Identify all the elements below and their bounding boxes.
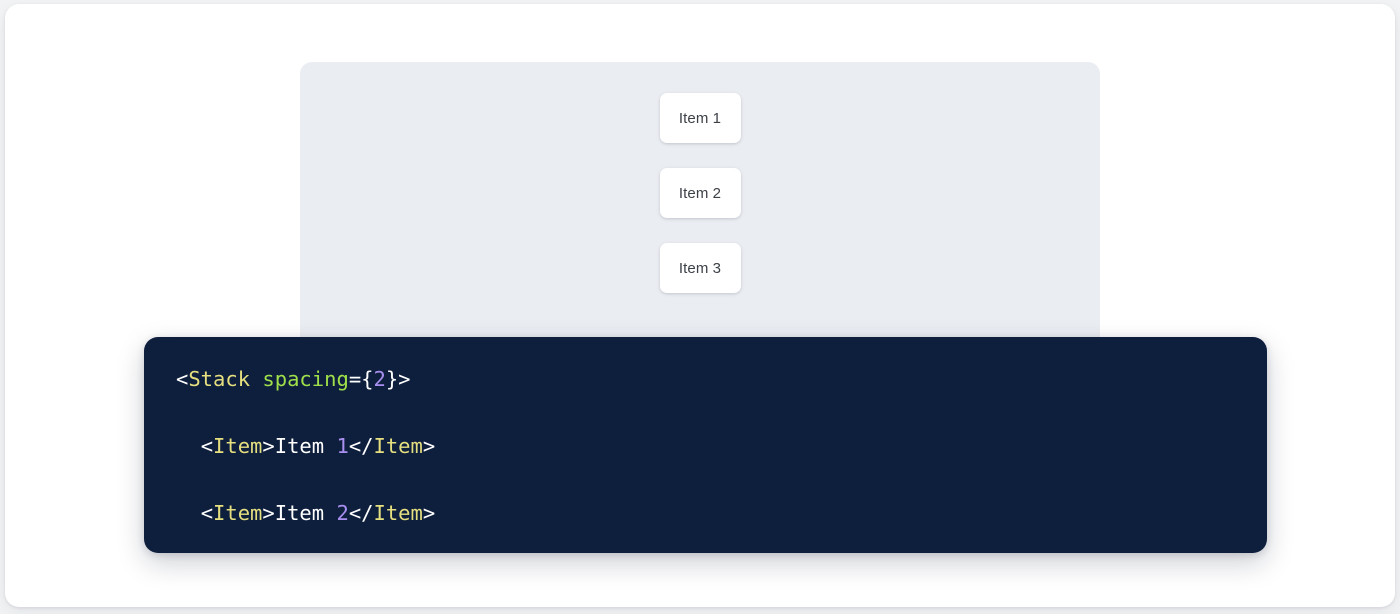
code-token-text: [176, 501, 201, 525]
code-token-num: 1: [336, 434, 349, 459]
code-token-text: Item: [274, 501, 337, 526]
code-token-punct: }>: [385, 367, 411, 391]
code-line: <Item>Item 2</Item>: [176, 497, 1235, 531]
code-token-punct: >: [262, 501, 275, 526]
code-token-tag: Stack: [188, 367, 251, 391]
code-token-punct: >: [422, 434, 436, 459]
stack-item[interactable]: Item 1: [659, 93, 741, 143]
code-token-tag: Item: [213, 501, 263, 526]
code-token-text: [176, 434, 201, 458]
code-token-punct: <: [200, 501, 214, 526]
code-token-attr: spacing: [262, 367, 349, 391]
app-card: Item 1 Item 2 Item 3 <Stack spacing={2}>…: [5, 4, 1395, 607]
code-token-punct: <: [200, 434, 214, 459]
code-line: <Stack spacing={2}>: [176, 363, 1235, 397]
code-token-punct: ={: [348, 367, 374, 391]
code-token-text: [250, 367, 262, 391]
code-token-tag: Item: [213, 434, 263, 459]
code-line: <Item>Item 1</Item>: [176, 430, 1235, 464]
code-snippet-panel[interactable]: <Stack spacing={2}> <Item>Item 1</Item> …: [144, 337, 1267, 553]
code-token-punct: </: [348, 434, 374, 459]
code-token-punct: >: [262, 434, 275, 459]
stack-item[interactable]: Item 3: [659, 243, 741, 293]
code-token-num: 2: [373, 367, 386, 391]
stack-item-label: Item 3: [678, 259, 722, 277]
stack-container: Item 1 Item 2 Item 3: [659, 93, 741, 293]
code-token-punct: >: [422, 501, 436, 526]
code-token-num: 2: [336, 501, 349, 526]
stack-item[interactable]: Item 2: [659, 168, 741, 218]
code-snippet[interactable]: <Stack spacing={2}> <Item>Item 1</Item> …: [176, 363, 1235, 553]
stack-item-label: Item 1: [678, 109, 722, 127]
stack-item-label: Item 2: [678, 184, 722, 202]
code-token-text: Item: [274, 434, 337, 459]
code-token-punct: </: [348, 501, 374, 526]
code-token-punct: <: [176, 367, 189, 391]
code-token-tag: Item: [373, 501, 423, 526]
code-token-tag: Item: [373, 434, 423, 459]
